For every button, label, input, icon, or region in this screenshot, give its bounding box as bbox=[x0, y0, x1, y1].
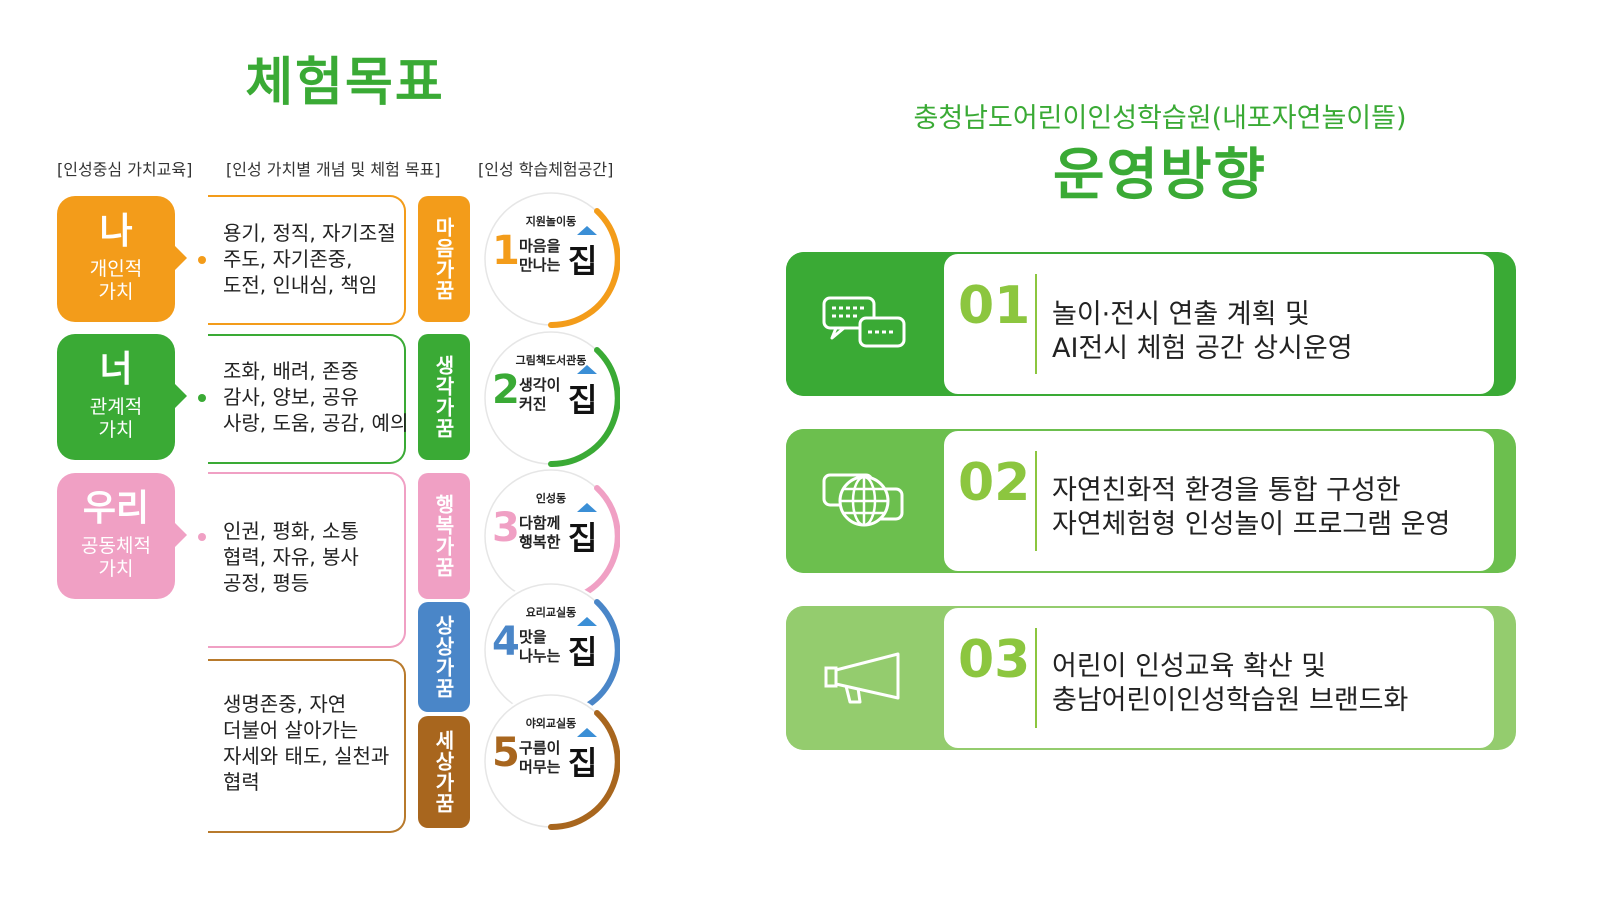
space-circle-1: 지원놀이동 1 마음을 만나는 집 bbox=[482, 190, 620, 328]
space-number: 4 bbox=[492, 619, 520, 665]
space-room: 야외교실동 bbox=[525, 717, 577, 730]
space-house: 집 bbox=[568, 242, 598, 280]
column-header-concepts: [인성 가치별 개념 및 체험 목표] bbox=[226, 160, 441, 179]
space-house: 집 bbox=[568, 633, 598, 671]
circle-ring bbox=[484, 331, 620, 467]
value-small: 관계적 가치 bbox=[89, 396, 143, 441]
value-small: 공동체적 가치 bbox=[81, 535, 151, 580]
space-phrase: 구름이 머무는 bbox=[519, 739, 561, 776]
space-number: 2 bbox=[492, 367, 520, 413]
space-circle-2: 그림책도서관동 2 생각이 커진 집 bbox=[482, 329, 620, 467]
dream-bar-happiness: 행복가꿈 bbox=[418, 473, 470, 599]
value-big: 나 bbox=[99, 211, 133, 252]
concept-box bbox=[208, 195, 406, 325]
column-header-spaces: [인성 학습체험공간] bbox=[478, 160, 614, 179]
space-room: 인성동 bbox=[535, 492, 567, 505]
value-big: 너 bbox=[99, 349, 133, 390]
connector-dot bbox=[198, 394, 206, 402]
value-box-relational: 너 관계적 가치 bbox=[57, 334, 187, 460]
direction-item-1-iconbox bbox=[786, 252, 942, 396]
space-phrase: 마음을 만나는 bbox=[519, 237, 561, 274]
concept-text-happiness: 인권, 평화, 소통 협력, 자유, 봉사 공정, 평등 bbox=[223, 519, 359, 595]
direction-item-3-text: 어린이 인성교육 확산 및 충남어린이인성학습원 브랜드화 bbox=[1052, 651, 1409, 716]
concept-text-thought: 조화, 배려, 존중 감사, 양보, 공유 사랑, 도움, 공감, 예의 bbox=[223, 359, 409, 435]
space-room: 그림책도서관동 bbox=[515, 354, 587, 367]
divider bbox=[1035, 628, 1037, 728]
space-house: 집 bbox=[568, 519, 598, 557]
direction-item-2-iconbox bbox=[786, 429, 942, 573]
roof-icon bbox=[577, 226, 597, 235]
space-room: 요리교실동 bbox=[525, 606, 577, 619]
megaphone-icon bbox=[824, 652, 900, 704]
chat-bubbles-icon bbox=[822, 296, 906, 348]
dream-bar-mind: 마음가꿈 bbox=[418, 196, 470, 322]
space-phrase: 다함께 행복한 bbox=[519, 514, 561, 551]
space-room: 지원놀이동 bbox=[525, 215, 577, 228]
connector-dot bbox=[198, 256, 206, 264]
right-title: 운영방향 bbox=[1052, 143, 1268, 208]
globe-icon bbox=[822, 473, 904, 527]
dream-bar-thought: 생각가꿈 bbox=[418, 334, 470, 460]
direction-item-3-number: 03 bbox=[958, 630, 1031, 690]
space-house: 집 bbox=[568, 744, 598, 782]
value-box-community: 우리 공동체적 가치 bbox=[57, 473, 187, 599]
direction-item-1-text: 놀이·전시 연출 계획 및 AI전시 체험 공간 상시운영 bbox=[1052, 299, 1353, 364]
space-number: 5 bbox=[492, 730, 520, 776]
dream-bar-world: 세상가꿈 bbox=[418, 716, 470, 828]
space-phrase: 맛을 나누는 bbox=[519, 628, 561, 665]
space-circle-3: 인성동 3 다함께 행복한 집 bbox=[482, 467, 620, 605]
direction-item-1-number: 01 bbox=[958, 276, 1031, 336]
concept-box bbox=[208, 334, 406, 464]
direction-item-2-text: 자연친화적 환경을 통합 구성한 자연체험형 인성놀이 프로그램 운영 bbox=[1052, 475, 1451, 540]
space-number: 1 bbox=[492, 228, 520, 274]
arrow-icon bbox=[175, 523, 187, 547]
right-subtitle: 충청남도어린이인성학습원(내포자연놀이뜰) bbox=[913, 103, 1407, 134]
column-header-values: [인성중심 가치교육] bbox=[57, 160, 193, 179]
space-house: 집 bbox=[568, 381, 598, 419]
value-big: 우리 bbox=[82, 488, 150, 529]
direction-item-2-card bbox=[942, 429, 1496, 573]
arrow-icon bbox=[175, 384, 187, 408]
space-number: 3 bbox=[492, 505, 520, 551]
roof-icon bbox=[577, 503, 597, 512]
left-title: 체험목표 bbox=[245, 53, 445, 113]
divider bbox=[1035, 274, 1037, 374]
concept-box bbox=[208, 472, 406, 648]
concept-text-world: 생명존중, 자연 더불어 살아가는 자세와 태도, 실천과 협력 bbox=[223, 692, 390, 794]
space-phrase: 생각이 커진 bbox=[519, 376, 561, 413]
direction-item-3-iconbox bbox=[786, 606, 942, 750]
divider bbox=[1035, 451, 1037, 551]
value-box-personal: 나 개인적 가치 bbox=[57, 196, 187, 322]
roof-icon bbox=[577, 617, 597, 626]
concept-box bbox=[208, 659, 406, 833]
roof-icon bbox=[577, 365, 597, 374]
dream-bar-imagination: 상상가꿈 bbox=[418, 602, 470, 712]
circle-ring bbox=[484, 694, 620, 830]
concept-text-mind: 용기, 정직, 자기조절 주도, 자기존중, 도전, 인내심, 책임 bbox=[223, 221, 396, 297]
direction-item-3-card bbox=[942, 606, 1496, 750]
value-small: 개인적 가치 bbox=[89, 258, 143, 303]
arrow-icon bbox=[175, 246, 187, 270]
direction-item-2-number: 02 bbox=[958, 453, 1031, 513]
circle-ring bbox=[484, 192, 620, 328]
roof-icon bbox=[577, 728, 597, 737]
direction-item-1-card bbox=[942, 252, 1496, 396]
connector-dot bbox=[198, 533, 206, 541]
space-circle-5: 야외교실동 5 구름이 머무는 집 bbox=[482, 692, 620, 830]
